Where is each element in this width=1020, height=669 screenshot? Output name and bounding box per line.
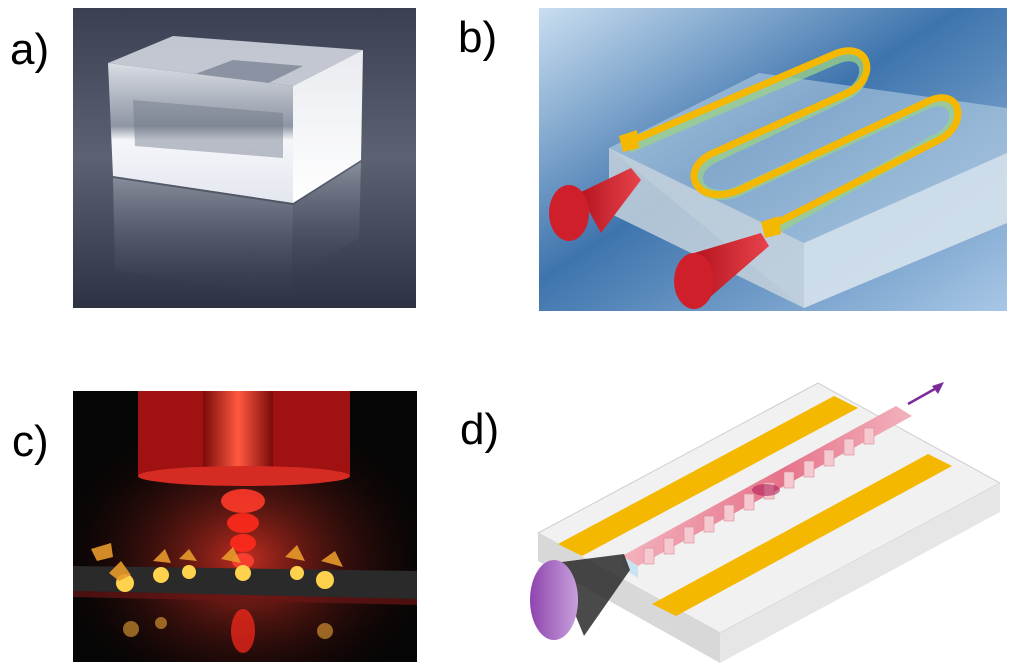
panel-a-crystal-image bbox=[73, 8, 416, 308]
panel-b-waveguide-chip-image bbox=[539, 8, 1007, 311]
panel-d-photonic-crystal-image bbox=[530, 382, 1000, 663]
panel-label-a: a) bbox=[10, 25, 50, 74]
panel-c-laser-nanoantenna-image bbox=[73, 391, 417, 662]
panel-label-c: c) bbox=[12, 417, 49, 466]
panel-label-b: b) bbox=[458, 13, 498, 62]
panel-label-d: d) bbox=[460, 405, 500, 454]
